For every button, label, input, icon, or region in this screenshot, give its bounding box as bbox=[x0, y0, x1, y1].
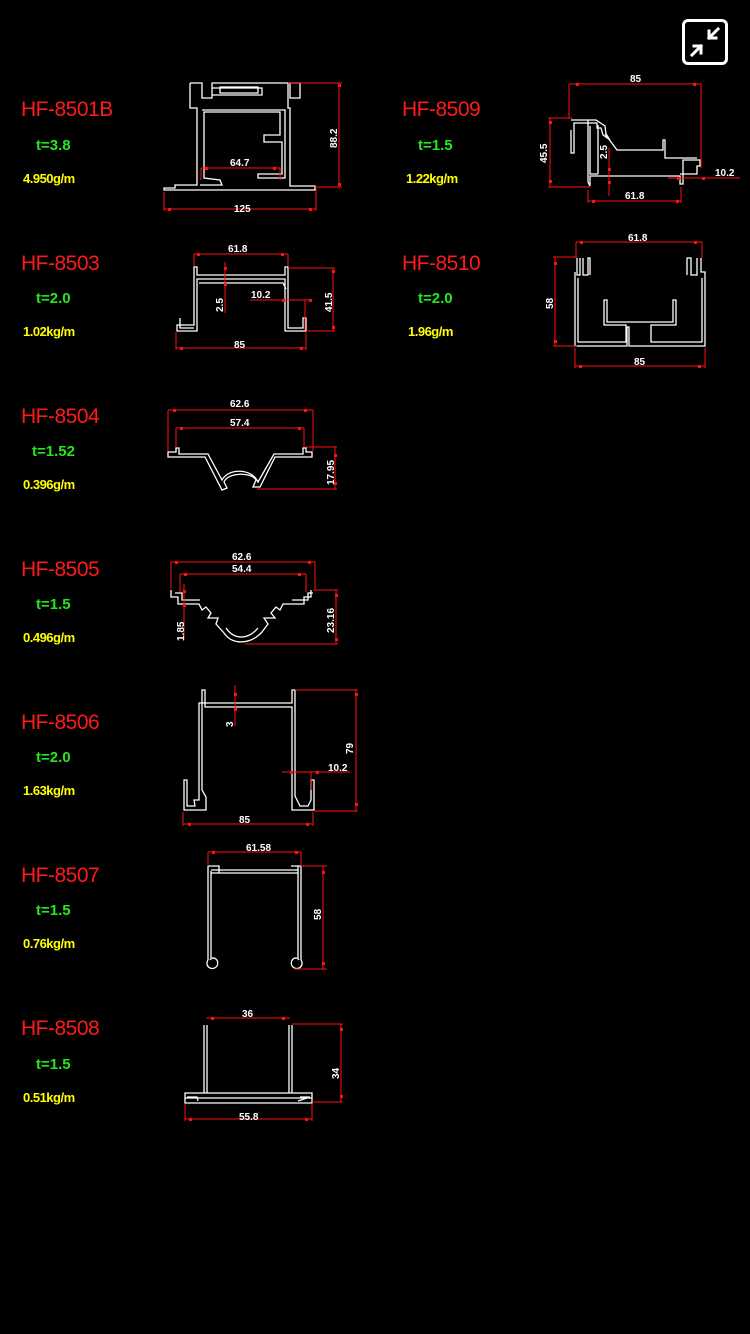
profile-thickness: t=3.8 bbox=[36, 137, 71, 154]
profile-drawing-8508: 36 34 55.8 bbox=[184, 1009, 343, 1123]
profile-drawing-8510: 61.8 58 85 bbox=[545, 233, 706, 368]
profile-code: HF-8504 bbox=[21, 405, 100, 428]
dim-label: 41.5 bbox=[324, 292, 335, 312]
profile-thickness: t=1.5 bbox=[36, 1056, 71, 1073]
profile-code: HF-8508 bbox=[21, 1017, 100, 1040]
dim-label: 3 bbox=[225, 721, 236, 727]
dim-label: 61.8 bbox=[628, 233, 648, 244]
profile-weight: 4.950g/m bbox=[23, 171, 75, 186]
profile-code: HF-8505 bbox=[21, 558, 100, 581]
dim-label: 17.95 bbox=[326, 460, 337, 485]
dim-label: 125 bbox=[234, 204, 251, 215]
profile-drawing-8509: 85 45.5 2.5 61.8 10.2 bbox=[539, 74, 740, 203]
dim-label: 54.4 bbox=[232, 564, 252, 575]
dim-label: 61.58 bbox=[246, 843, 271, 854]
dim-label: 34 bbox=[331, 1067, 342, 1079]
dim-label: 85 bbox=[239, 815, 251, 826]
profile-code: HF-8509 bbox=[402, 98, 481, 121]
dim-label: 61.8 bbox=[228, 244, 248, 255]
dim-label: 79 bbox=[345, 742, 356, 754]
profile-drawing-8507: 61.58 58 bbox=[206, 843, 327, 970]
dim-label: 10.2 bbox=[715, 168, 735, 179]
dim-label: 36 bbox=[242, 1009, 254, 1020]
profile-thickness: t=2.0 bbox=[36, 749, 71, 766]
dim-label: 1.85 bbox=[176, 621, 187, 641]
dim-label: 10.2 bbox=[251, 290, 271, 301]
dim-label: 23.16 bbox=[326, 608, 337, 633]
dim-label: 45.5 bbox=[539, 143, 550, 163]
profile-weight: 0.76kg/m bbox=[23, 936, 75, 951]
profile-thickness: t=1.52 bbox=[32, 443, 75, 460]
profile-thickness: t=2.0 bbox=[36, 290, 71, 307]
profile-code: HF-8510 bbox=[402, 252, 481, 275]
profile-drawing-8503: 61.8 2.5 10.2 41.5 85 bbox=[175, 244, 335, 351]
dim-label: 85 bbox=[630, 74, 642, 85]
dim-label: 62.6 bbox=[232, 552, 252, 563]
profile-thickness: t=1.5 bbox=[418, 137, 453, 154]
dim-label: 2.5 bbox=[599, 145, 610, 159]
profile-weight: 1.22kg/m bbox=[406, 171, 458, 186]
dim-label: 62.6 bbox=[230, 399, 250, 410]
profile-thickness: t=1.5 bbox=[36, 596, 71, 613]
profile-drawing-8505: 62.6 54.4 1.85 23.16 bbox=[170, 552, 338, 645]
profile-weight: 1.96g/m bbox=[408, 324, 453, 339]
profile-code: HF-8507 bbox=[21, 864, 100, 887]
profile-weight: 0.396g/m bbox=[23, 477, 75, 492]
profile-weight: 0.51kg/m bbox=[23, 1090, 75, 1105]
profile-code: HF-8506 bbox=[21, 711, 100, 734]
dim-label: 57.4 bbox=[230, 418, 250, 429]
dim-label: 64.7 bbox=[230, 158, 250, 169]
dim-label: 88.2 bbox=[329, 128, 340, 148]
profile-code: HF-8503 bbox=[21, 252, 100, 275]
dim-label: 85 bbox=[634, 357, 646, 368]
dim-label: 10.2 bbox=[328, 763, 348, 774]
profile-weight: 1.63kg/m bbox=[23, 783, 75, 798]
profile-code: HF-8501B bbox=[21, 98, 113, 121]
profile-drawing-8501b: 64.7 125 88.2 bbox=[163, 82, 342, 215]
collapse-arrows-icon bbox=[689, 26, 721, 58]
dim-label: 58 bbox=[545, 297, 556, 309]
exit-fullscreen-button[interactable] bbox=[682, 19, 728, 65]
profile-weight: 0.496g/m bbox=[23, 630, 75, 645]
profile-thickness: t=2.0 bbox=[418, 290, 453, 307]
dim-label: 85 bbox=[234, 340, 246, 351]
dim-label: 58 bbox=[313, 908, 324, 920]
dim-label: 61.8 bbox=[625, 191, 645, 202]
profile-drawing-8504: 62.6 57.4 17.95 bbox=[167, 399, 337, 491]
dim-label: 55.8 bbox=[239, 1112, 259, 1123]
profile-weight: 1.02kg/m bbox=[23, 324, 75, 339]
profile-drawing-8506: 3 79 10.2 85 bbox=[182, 685, 358, 826]
profile-thickness: t=1.5 bbox=[36, 902, 71, 919]
dim-label: 2.5 bbox=[215, 298, 226, 312]
